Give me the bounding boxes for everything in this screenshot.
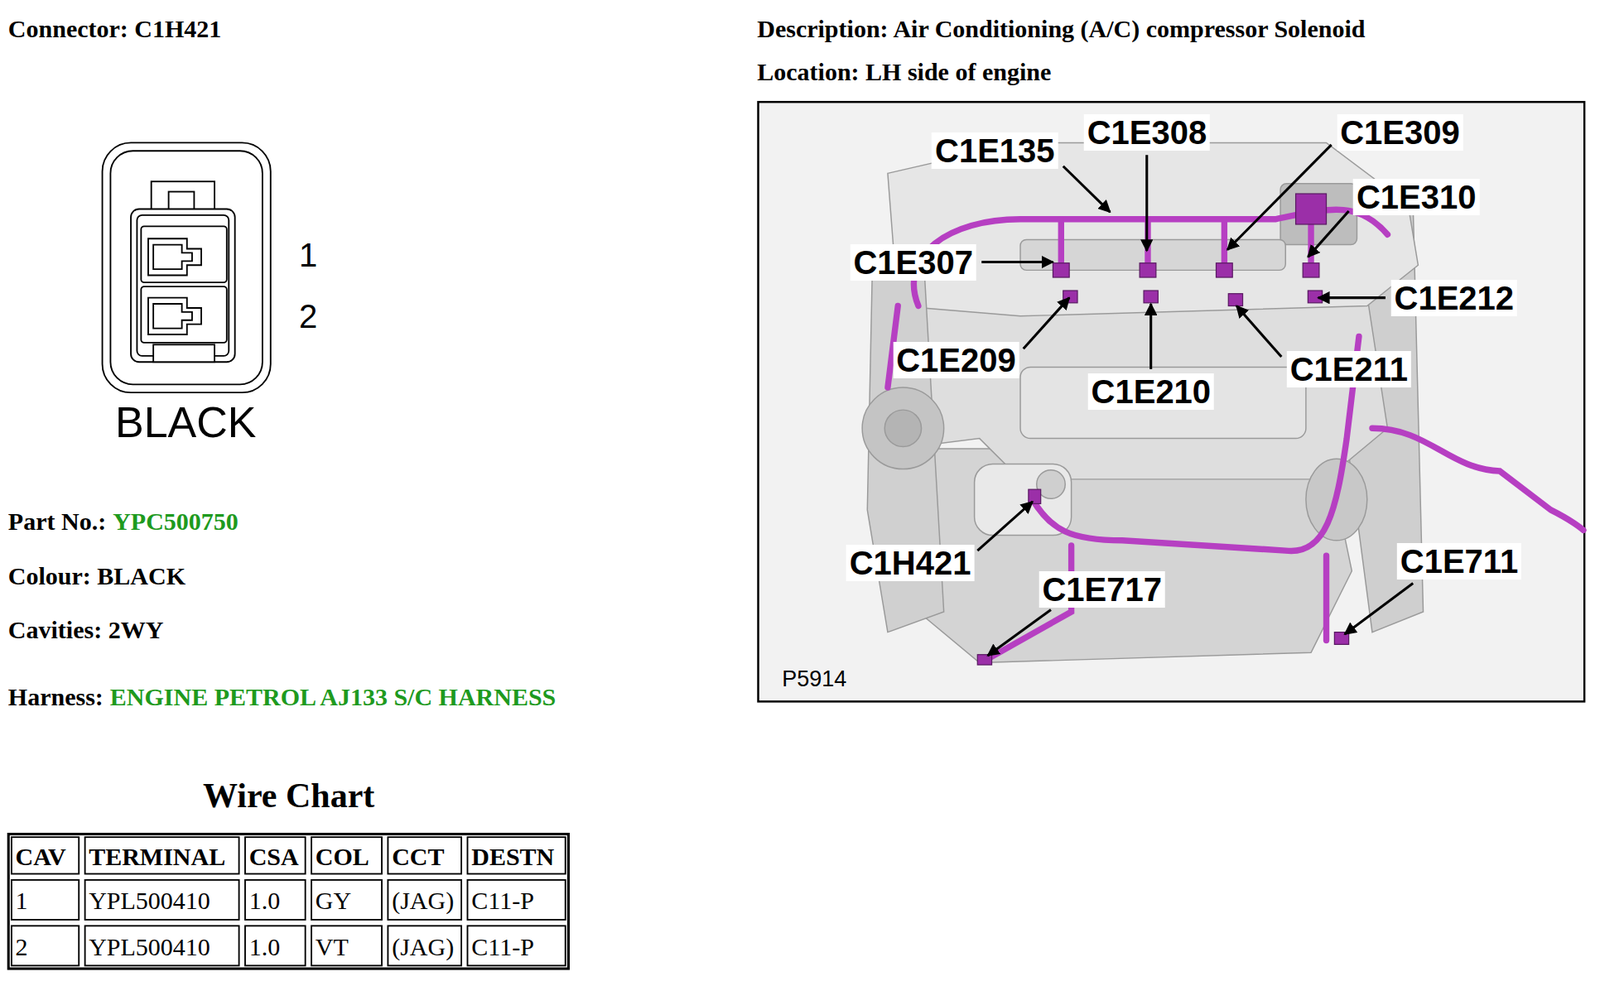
table-cell: 1 xyxy=(14,886,28,915)
callout-label: C1E209 xyxy=(892,342,1020,379)
table-header-row: CSA xyxy=(249,842,299,870)
table-cell-row: VT xyxy=(315,932,349,960)
harness-line-row: Harness:ENGINE PETROL AJ133 S/C HARNESS xyxy=(8,682,556,712)
table-header-row: TERMINAL xyxy=(88,842,226,870)
callout-label-row: C1E310 xyxy=(1353,178,1480,216)
connector-face xyxy=(102,142,271,393)
table-cell-row: YPL500410 xyxy=(88,886,211,915)
callout-label: C1E717 xyxy=(1038,571,1166,608)
table-cell: (JAG) xyxy=(391,932,454,960)
table-cell: C11-P xyxy=(471,932,535,960)
callout-label: C1H421 xyxy=(846,544,975,582)
wiring-harness xyxy=(887,209,1584,661)
harness-line: Harness: xyxy=(8,682,104,712)
table-cell-row: 1.0 xyxy=(249,886,281,915)
connector-colour: BLACK xyxy=(115,400,257,448)
colour-line: Colour: BLACK xyxy=(8,562,186,592)
callout-label: C1E135 xyxy=(931,132,1059,169)
callout-label-row: C1E307 xyxy=(849,244,977,281)
connector-id: Connector: C1H421 xyxy=(8,14,222,44)
description-line: Description: Air Conditioning (A/C) comp… xyxy=(756,14,1365,44)
callout-label-row: C1E209 xyxy=(892,342,1020,379)
table-header: DESTN xyxy=(471,842,555,870)
callout-label: C1E212 xyxy=(1391,279,1519,317)
table-header-row: COL xyxy=(315,842,370,870)
harness-line: ENGINE PETROL AJ133 S/C HARNESS xyxy=(110,682,556,712)
part-number: YPC500750 xyxy=(112,506,239,536)
table-cell: YPL500410 xyxy=(88,886,211,915)
callout-label-row: C1E210 xyxy=(1088,373,1215,410)
callout-label-row: C1E212 xyxy=(1391,279,1519,317)
table-cell: (JAG) xyxy=(391,886,454,915)
table-cell: GY xyxy=(315,886,352,915)
callout-label: C1E211 xyxy=(1286,351,1412,388)
table-cell-row: YPL500410 xyxy=(88,932,211,960)
table-header: CAV xyxy=(14,842,66,870)
table-cell: 2 xyxy=(14,932,28,960)
pin-number: 1 xyxy=(298,236,318,274)
colour-line-row: Colour: BLACK xyxy=(8,562,186,592)
callout-label: C1E210 xyxy=(1088,373,1215,410)
cavities-line-row: Cavities: 2WY xyxy=(8,616,164,646)
table-header: COL xyxy=(315,842,370,870)
pin-number-row: 2 xyxy=(298,298,318,335)
table-cell: C11-P xyxy=(471,886,535,915)
callout-label-row: C1E717 xyxy=(1038,571,1166,608)
callout-label-row: C1E135 xyxy=(931,132,1059,169)
table-cell-row: 1.0 xyxy=(249,932,281,960)
table-cell: 1.0 xyxy=(249,932,281,960)
cavities-line: Cavities: 2WY xyxy=(8,616,164,646)
table-heading-row: Wire Chart xyxy=(202,775,375,816)
table-cell: VT xyxy=(315,932,349,960)
callout-label-row: C1H421 xyxy=(846,544,975,582)
connector-colour-row: BLACK xyxy=(115,400,257,448)
table-cell-row: C11-P xyxy=(471,886,535,915)
table-cell-row: GY xyxy=(315,886,352,915)
table-cell-row: 2 xyxy=(14,932,28,960)
table-header-row: CCT xyxy=(391,842,444,870)
table-header: CSA xyxy=(249,842,299,870)
location-line-row: Location: LH side of engine xyxy=(756,57,1051,87)
callout-label-row: C1E211 xyxy=(1286,351,1412,388)
engine-illustration xyxy=(862,142,1423,663)
table-header: TERMINAL xyxy=(88,842,226,870)
figure-number-row: P5914 xyxy=(779,667,849,693)
location-line: Location: LH side of engine xyxy=(756,57,1051,87)
table-cell-row: 1 xyxy=(14,886,28,915)
table-header-row: CAV xyxy=(14,842,66,870)
pin-number: 2 xyxy=(298,298,318,335)
figure-number: P5914 xyxy=(779,667,849,693)
callout-label: C1E711 xyxy=(1397,543,1522,580)
part-number: Part No.: xyxy=(8,506,107,536)
pin-number-row: 1 xyxy=(298,236,318,274)
callout-label-row: C1E308 xyxy=(1084,114,1211,151)
connector-id-row: Connector: C1H421 xyxy=(8,14,222,44)
callout-label-row: C1E309 xyxy=(1336,114,1464,151)
table-heading: Wire Chart xyxy=(202,775,375,816)
harness-connectors xyxy=(977,193,1349,666)
table-header-row: DESTN xyxy=(471,842,555,870)
picture-frame xyxy=(758,101,1586,702)
callout-label: C1E307 xyxy=(849,244,977,281)
table-cell-row: (JAG) xyxy=(391,886,454,915)
table-header: CCT xyxy=(391,842,444,870)
part-number-row: Part No.:YPC500750 xyxy=(8,506,239,536)
table-cell: 1.0 xyxy=(249,886,281,915)
table-cell-row: (JAG) xyxy=(391,932,454,960)
leader-arrows xyxy=(977,144,1413,656)
callout-label-row: C1E711 xyxy=(1397,543,1522,580)
table-cell-row: C11-P xyxy=(471,932,535,960)
description-line-row: Description: Air Conditioning (A/C) comp… xyxy=(756,14,1365,44)
callout-label: C1E309 xyxy=(1336,114,1464,151)
table-grid xyxy=(8,833,569,969)
callout-label: C1E310 xyxy=(1353,178,1480,216)
callout-label: C1E308 xyxy=(1084,114,1211,151)
table-cell: YPL500410 xyxy=(88,932,211,960)
